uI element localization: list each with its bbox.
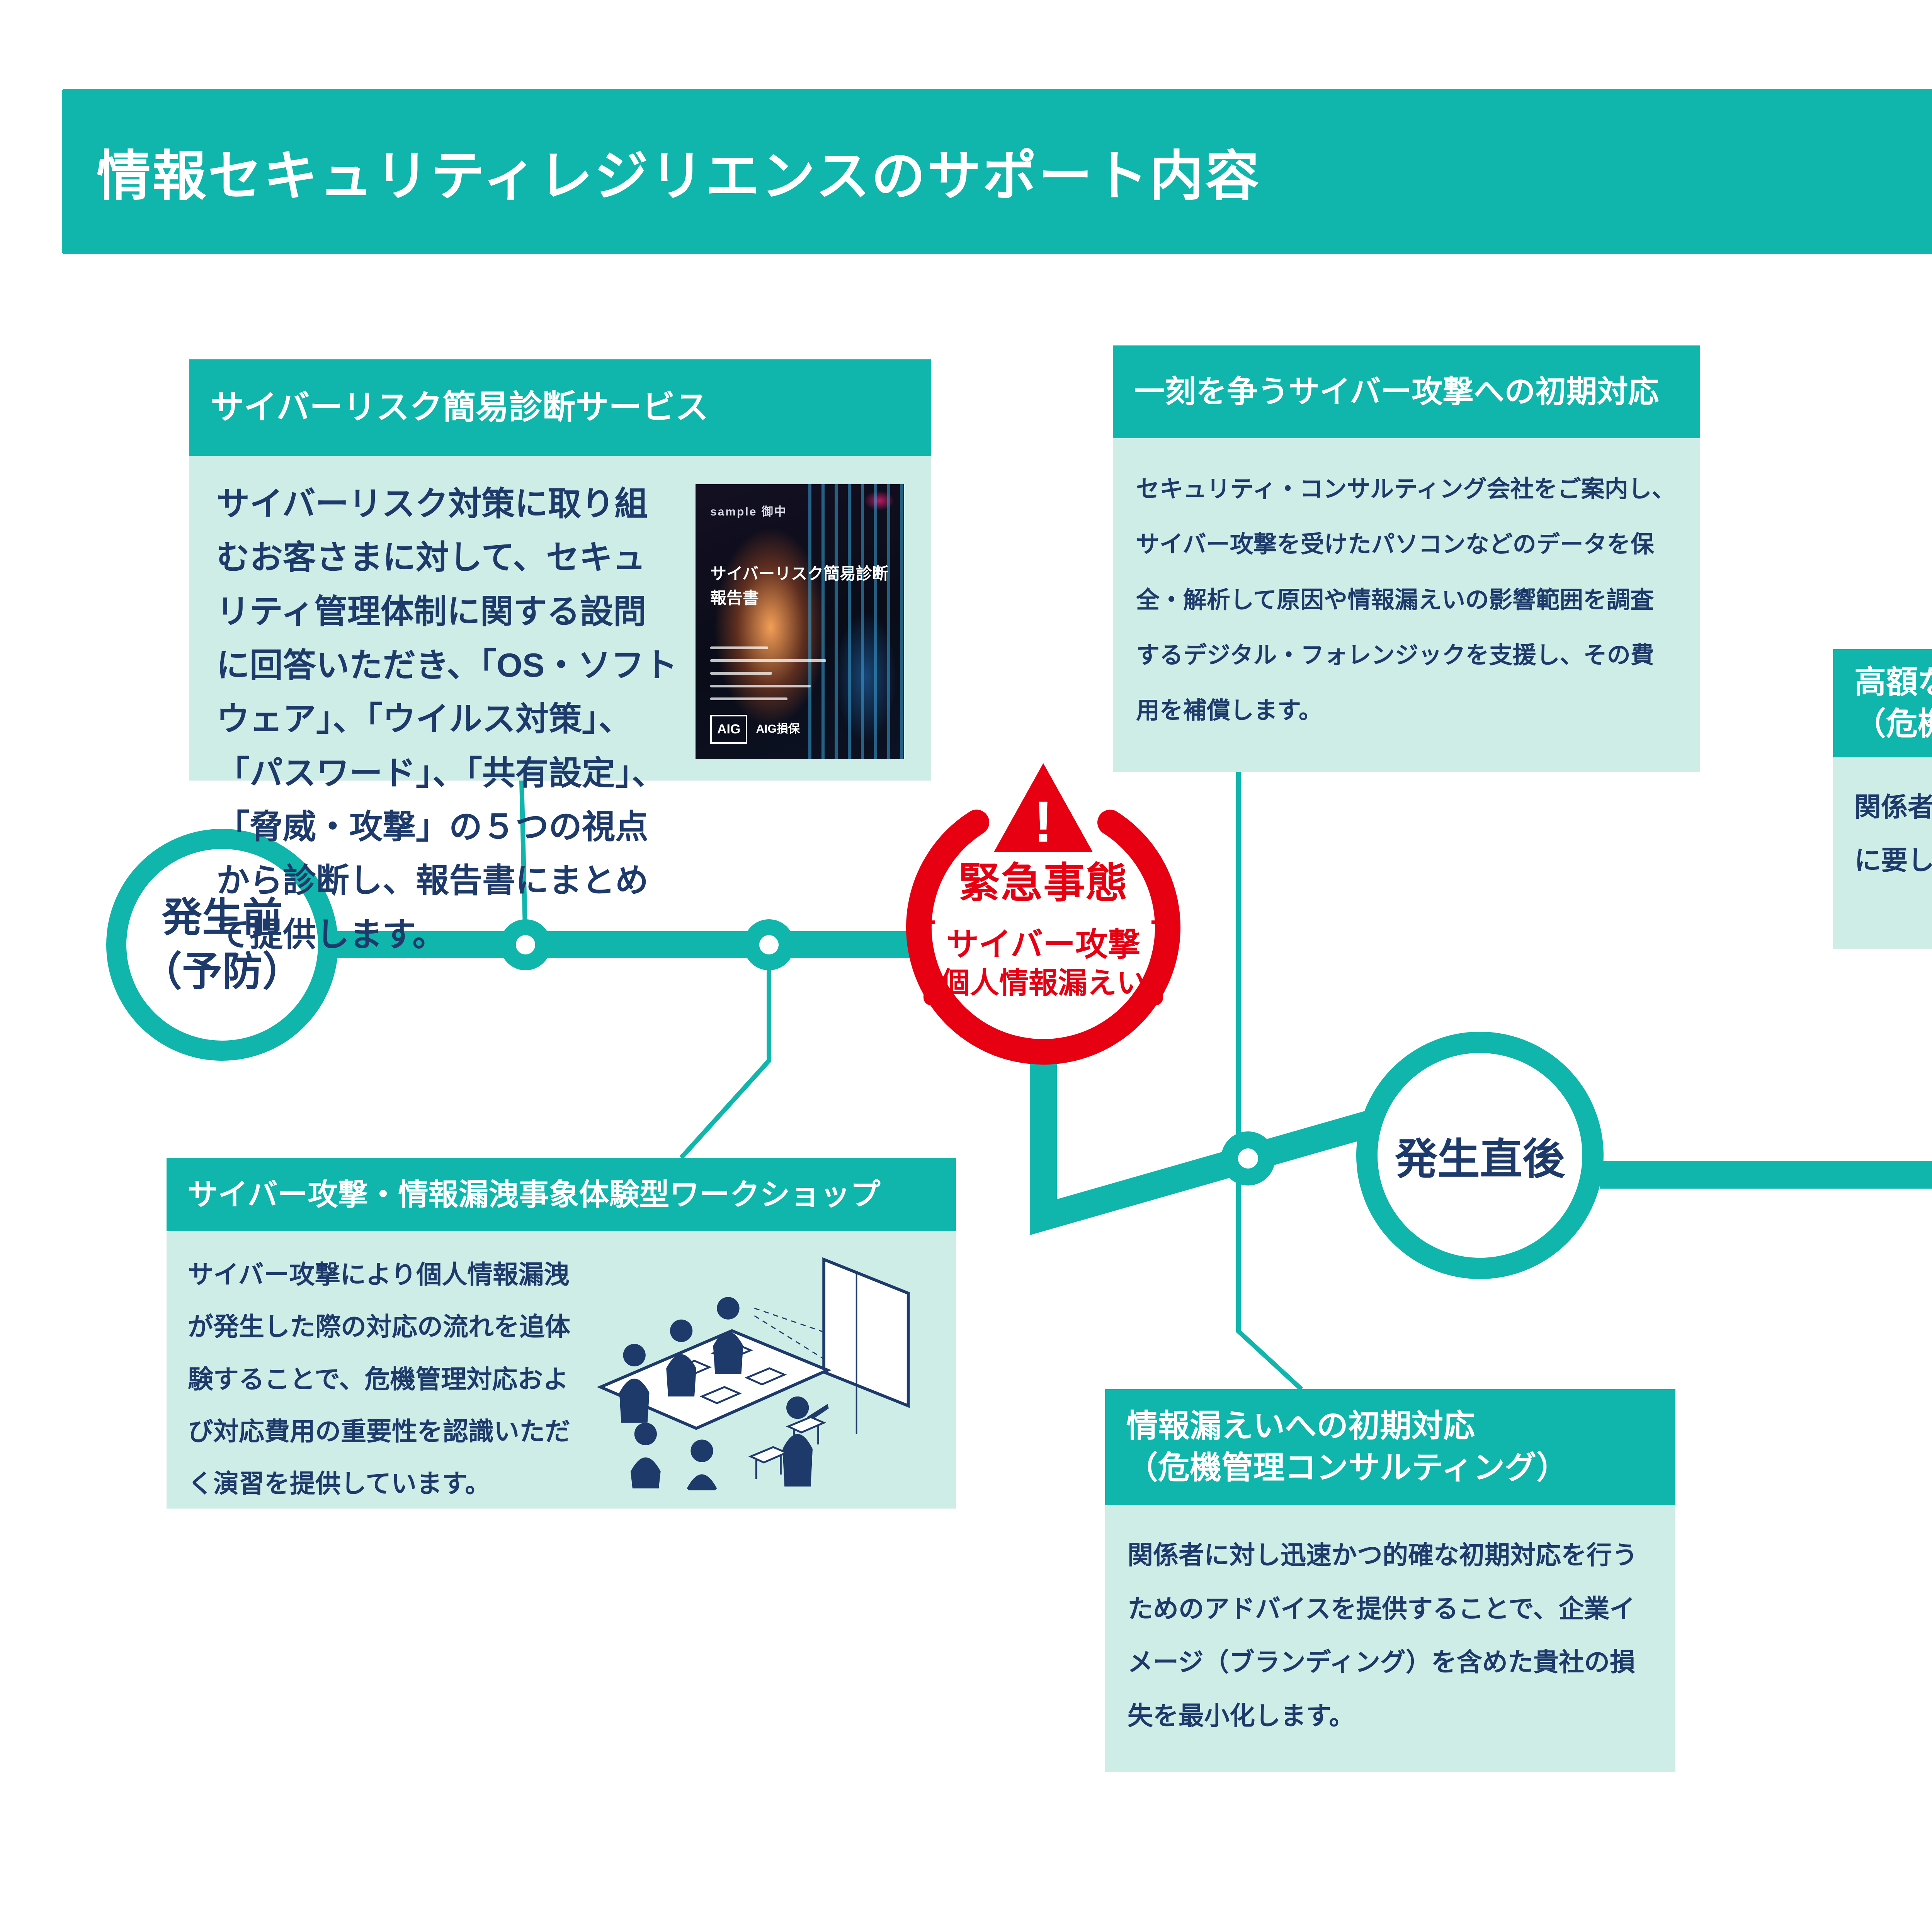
emergency-ring-arc: [906, 790, 1180, 1065]
cover-title: サイバーリスク簡易診断 報告書: [710, 561, 888, 610]
warning-triangle-icon: [994, 763, 1093, 852]
thin-connectors: [519, 772, 1303, 1391]
emergency-title: 緊急事態: [958, 859, 1128, 906]
bracket-left: [923, 920, 935, 1005]
card-header: 一刻を争うサイバー攻撃への初期対応: [1113, 345, 1700, 438]
whiteboard-icon: [822, 1257, 910, 1408]
stage-label-sub: （予防）: [141, 949, 303, 994]
card-header: 情報漏えいへの初期対応 （危機管理コンサルティング）: [1105, 1389, 1675, 1505]
cover-text-lines: [710, 646, 826, 710]
pointer-lines: [754, 1308, 826, 1359]
stage-label: 発生直後: [1395, 1136, 1565, 1183]
report-cover-image: sample 御中 サイバーリスク簡易診断 報告書 AIG AIG損保: [696, 484, 904, 759]
card-title-line2: （危機管理コンサルティング）: [1126, 1450, 1568, 1485]
connector-node-box4: [679, 945, 771, 1160]
cover-logo-row: AIG AIG損保: [710, 714, 800, 744]
card-body: サイバーリスク対策に取り組むお客さまに対して、セキュリティ管理体制に関する設問に…: [189, 456, 931, 953]
card-title: サイバー攻撃・情報漏洩事象体験型ワークショップ: [188, 1177, 881, 1211]
workshop-illustration: [597, 1257, 910, 1490]
card-body-text: 関係者への対応を実行するために要した費用を補償します。: [1854, 792, 1932, 875]
node-hole: [1238, 1148, 1258, 1169]
page-title: 情報セキュリティレジリエンスのサポート内容: [97, 146, 1261, 206]
emergency-sub: サイバー攻撃 個人情報漏えい: [923, 920, 1163, 1005]
card-body: セキュリティ・コンサルティング会社をご案内し、サイバー攻撃を受けたパソコンなどの…: [1113, 438, 1700, 772]
card-cyberattack-initial-response: 一刻を争うサイバー攻撃への初期対応 セキュリティ・コンサルティング会社をご案内し…: [1113, 345, 1700, 772]
cover-title-line1: サイバーリスク簡易診断: [710, 565, 889, 583]
stage-label: 発生前: [162, 895, 282, 940]
emergency-ring: !: [906, 763, 1180, 1065]
card-title: サイバーリスク簡易診断サービス: [211, 389, 709, 426]
aig-logo: AIG: [710, 714, 748, 744]
cover-addressee: sample 御中: [710, 505, 787, 518]
node-hole: [516, 935, 535, 954]
card-leak-initial-response: 情報漏えいへの初期対応 （危機管理コンサルティング） 関係者に対し迅速かつ的確な…: [1105, 1389, 1675, 1772]
emergency-sub-lines: サイバー攻撃 個人情報漏えい: [935, 920, 1151, 1005]
node-hole: [759, 935, 779, 954]
card-body: 関係者に対し迅速かつ的確な初期対応を行うためのアドバイスを提供することで、企業イ…: [1105, 1505, 1675, 1772]
card-body-text: サイバーリスク対策に取り組むお客さまに対して、セキュリティ管理体制に関する設問に…: [216, 485, 678, 953]
card-title-line2: （危機管理実行費用）: [1854, 706, 1932, 742]
card-title: 一刻を争うサイバー攻撃への初期対応: [1134, 374, 1659, 409]
meeting-table: [597, 1329, 832, 1430]
emergency-sub-line1: サイバー攻撃: [946, 926, 1141, 963]
chairs: [748, 1416, 827, 1479]
card-header: 高額な費用への対応 （危機管理実行費用）: [1833, 649, 1932, 757]
card-title: 情報漏えいへの初期対応: [1126, 1408, 1475, 1444]
timeline-segment-after: [1600, 1161, 1932, 1189]
card-body-text: 関係者に対し迅速かつ的確な初期対応を行うためのアドバイスを提供することで、企業イ…: [1128, 1541, 1638, 1730]
card-header: サイバー攻撃・情報漏洩事象体験型ワークショップ: [167, 1158, 956, 1231]
connector-box1-node: [519, 780, 528, 945]
emergency-circle: 緊急事態 サイバー攻撃 個人情報漏えい: [920, 808, 1167, 1047]
card-body-text: セキュリティ・コンサルティング会社をご案内し、サイバー攻撃を受けたパソコンなどの…: [1136, 476, 1675, 724]
cover-data-streaks: [808, 484, 904, 759]
card-experience-workshop: サイバー攻撃・情報漏洩事象体験型ワークショップ サイバー攻撃により個人情報漏洩が…: [167, 1158, 956, 1509]
card-high-cost-response: 高額な費用への対応 （危機管理実行費用） 関係者への対応を実行するために要した費…: [1833, 649, 1932, 949]
card-header: サイバーリスク簡易診断サービス: [189, 359, 931, 456]
emergency-sub-line2: 個人情報漏えい: [940, 967, 1146, 1000]
card-body-text: サイバー攻撃により個人情報漏洩が発生した際の対応の流れを追体験することで、危機管…: [188, 1260, 570, 1498]
card-title: 高額な費用への対応: [1854, 664, 1932, 700]
card-cyber-risk-diagnosis: サイバーリスク簡易診断サービス サイバーリスク対策に取り組むお客さまに対して、セ…: [189, 359, 931, 953]
timeline-nodes: [500, 919, 1275, 1186]
stage-circle-just-after: 発生直後: [1356, 1032, 1604, 1279]
aig-logo-caption: AIG損保: [756, 723, 800, 736]
connector-box2-node-box5: [1236, 772, 1303, 1391]
timeline-segment-emergency-drop: [1030, 1059, 1378, 1235]
card-body: 関係者への対応を実行するために要した費用を補償します。: [1833, 757, 1932, 949]
page-title-bar: 情報セキュリティレジリエンスのサポート内容: [62, 89, 1932, 254]
workshop-people: [619, 1297, 829, 1490]
bracket-right: [1151, 920, 1163, 1005]
warning-exclamation: !: [1034, 789, 1053, 854]
cover-title-line2: 報告書: [710, 589, 759, 607]
card-body: サイバー攻撃により個人情報漏洩が発生した際の対応の流れを追体験することで、危機管…: [167, 1231, 956, 1509]
